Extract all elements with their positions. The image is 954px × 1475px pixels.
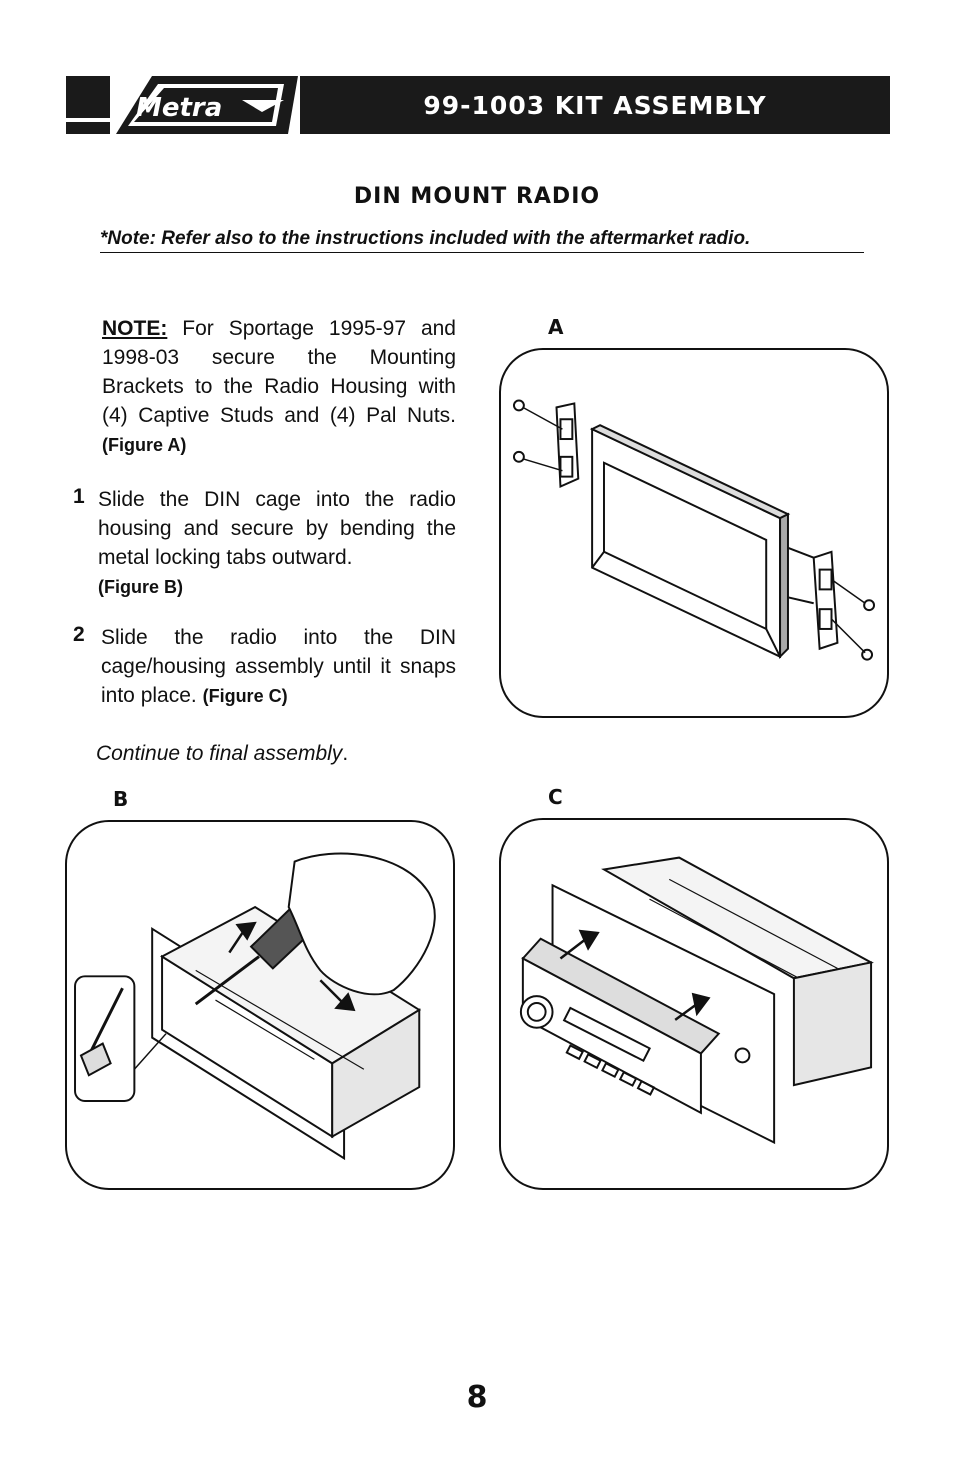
housing-bracket-illustration xyxy=(512,399,876,661)
page-number: 8 xyxy=(466,1380,488,1415)
sportage-note: NOTE: For Sportage 1995-97 and 1998-03 s… xyxy=(102,314,456,460)
step-1-body: Slide the DIN cage into the radio housin… xyxy=(98,488,456,569)
step-2-text: Slide the radio into the DIN cage/housin… xyxy=(101,623,456,711)
page-header-title: 99-1003 KIT ASSEMBLY xyxy=(423,90,767,120)
step-1-number: 1 xyxy=(73,485,85,508)
radio-insert-illustration xyxy=(519,856,874,1145)
step-2-body: Slide the radio into the DIN cage/housin… xyxy=(101,626,456,707)
metra-logo: Metra xyxy=(116,76,298,134)
step-2-figure-ref: (Figure C) xyxy=(202,686,288,706)
header-bar: 99-1003 KIT ASSEMBLY xyxy=(300,76,890,134)
continue-text: Continue to final assembly. xyxy=(96,742,349,765)
figure-a xyxy=(499,348,889,718)
note-text: For Sportage 1995-97 and 1998-03 secure … xyxy=(102,317,456,427)
figure-b xyxy=(65,820,455,1190)
note-label: NOTE: xyxy=(102,317,168,340)
brand-text: Metra xyxy=(136,93,222,123)
aftermarket-note: *Note: Refer also to the instructions in… xyxy=(100,228,864,253)
figure-c xyxy=(499,818,889,1190)
figure-c-label: C xyxy=(548,785,563,809)
section-title: DIN MOUNT RADIO xyxy=(353,184,601,209)
step-1-text: Slide the DIN cage into the radio housin… xyxy=(98,485,456,602)
step-2-number: 2 xyxy=(73,623,85,646)
step-1-figure-ref: (Figure B) xyxy=(98,577,183,597)
din-cage-tab-illustration xyxy=(74,852,436,1161)
note-figure-ref: (Figure A) xyxy=(102,435,187,455)
figure-b-label: B xyxy=(113,787,129,811)
figure-a-label: A xyxy=(548,315,564,339)
header-block xyxy=(66,76,110,134)
